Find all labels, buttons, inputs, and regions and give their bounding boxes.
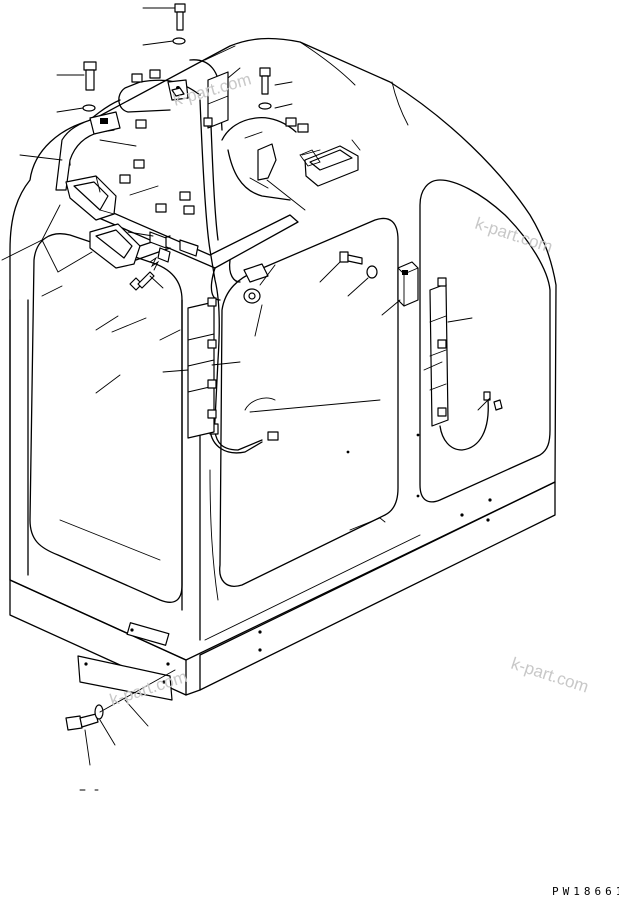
left-lamp-bracket: [55, 111, 121, 191]
assembly-line: [99, 669, 176, 713]
cab-inner-trim: [204, 517, 421, 641]
lamp-icon: [89, 223, 171, 269]
harness-protector: [187, 297, 217, 439]
washer-icon: [82, 104, 96, 112]
washer-icon: [172, 37, 186, 45]
watermark: k-part.com: [509, 654, 591, 697]
small-clip: [171, 87, 185, 97]
spring-pin: [149, 256, 160, 271]
washer-icon: [94, 704, 104, 720]
plate-leader-line: [124, 699, 149, 727]
front-pillar: [9, 299, 29, 581]
door-frame: [209, 397, 276, 601]
bolt-icon: [129, 271, 155, 291]
front-window-inner: [59, 329, 181, 561]
lamp-icon: [299, 145, 359, 187]
rear-window: [419, 179, 551, 503]
bolt-icon: [65, 713, 99, 731]
cab-body: [9, 37, 557, 696]
front-window: [29, 233, 183, 603]
washer-icon: [258, 102, 272, 110]
relay-block: [397, 261, 419, 307]
drawing-code: PW18661: [552, 885, 619, 898]
cab-outline: [9, 37, 557, 696]
washer-icon: [366, 265, 378, 279]
lamp-icon: [65, 175, 117, 221]
washer-leader-line: [99, 719, 116, 746]
harness-protector: [203, 71, 229, 129]
leader-lines: [1, 7, 491, 413]
bolt-icon: [259, 67, 271, 95]
cover-plate-assembly: [65, 622, 176, 791]
mounting-slot: [126, 622, 170, 646]
watermark: k-part.com: [473, 214, 555, 257]
clamp-icon: [249, 143, 277, 189]
bolt-icon: [83, 61, 97, 91]
cover-plate: [77, 655, 173, 701]
side-window: [219, 217, 399, 587]
bolt-icon: [174, 3, 186, 31]
harness-lower: [209, 429, 263, 454]
bolt-icon: [339, 251, 363, 265]
stay-hole: [100, 118, 108, 124]
bottom-band-holes: [258, 433, 492, 652]
harness-right-branch-2: [227, 149, 291, 201]
bolt-leader-line: [84, 729, 91, 766]
clamp-icon: [149, 231, 199, 263]
harness-main-trunk: [199, 99, 263, 451]
clamp-icon: [243, 263, 269, 283]
harness-right-branch: [221, 116, 297, 141]
crossbar-arm: [210, 259, 241, 301]
cab-bottom-band: [9, 481, 556, 696]
rear-harness: [429, 277, 503, 451]
roof-edge: [299, 41, 409, 126]
